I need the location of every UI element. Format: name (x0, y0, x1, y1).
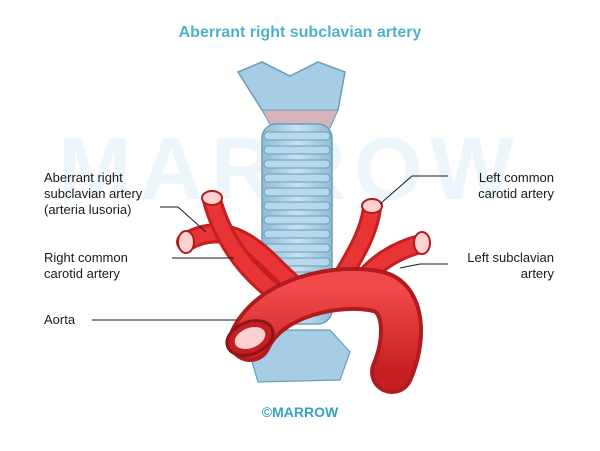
label-left-common-carotid: Left common carotid artery (478, 170, 554, 201)
label-aberrant-right-subclavian: Aberrant right subclavian artery (arteri… (44, 170, 143, 217)
diagram-title: Aberrant right subclavian artery (178, 24, 422, 41)
marrow-logo: ©MARROW (261, 404, 339, 420)
arteries (176, 190, 431, 394)
label-left-subclavian: Left subclavian artery (467, 250, 554, 281)
leader-lines (92, 175, 448, 321)
label-right-common-carotid: Right common carotid artery (44, 250, 128, 281)
label-aorta: Aorta (44, 312, 76, 327)
